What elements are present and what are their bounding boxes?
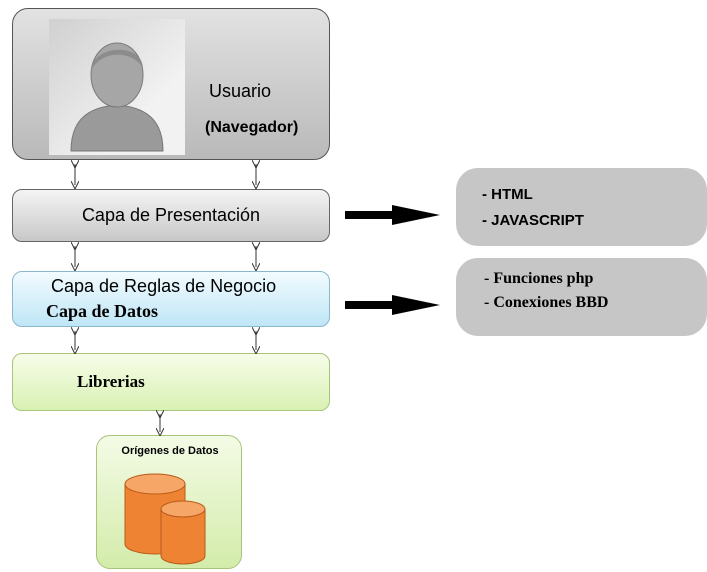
data-layer-label: Capa de Datos (46, 301, 159, 321)
arrow-to-business-tech (345, 295, 440, 315)
libraries-label: Librerias (77, 372, 145, 391)
business-rules-layer: Capa de Reglas de Negocio Capa de Datos (12, 271, 330, 327)
presentation-tech-callout: - HTML - JAVASCRIPT (456, 168, 707, 246)
arrow-to-presentation-tech (345, 205, 440, 225)
libraries-layer: Librerias (12, 353, 330, 411)
tech-item-javascript: - JAVASCRIPT (482, 212, 584, 229)
user-photo (49, 19, 185, 155)
user-label: Usuario (209, 81, 272, 101)
business-tech-callout: - Funciones php - Conexiones BBD (456, 258, 707, 336)
database-cylinders-icon (124, 473, 206, 565)
business-rules-label: Capa de Reglas de Negocio (51, 276, 277, 296)
data-sources-label: Orígenes de Datos (121, 445, 219, 457)
presentation-layer: Capa de Presentación (12, 189, 330, 242)
browser-label: (Navegador) (205, 119, 299, 136)
tech-item-php-functions: - Funciones php (484, 270, 594, 287)
user-silhouette-icon (70, 42, 164, 152)
data-sources-node: Orígenes de Datos (96, 435, 242, 569)
tech-item-html: - HTML (482, 186, 533, 203)
tech-item-db-connections: - Conexiones BBD (484, 294, 609, 311)
presentation-layer-label: Capa de Presentación (81, 205, 261, 225)
user-node: Usuario (Navegador) (12, 8, 330, 160)
